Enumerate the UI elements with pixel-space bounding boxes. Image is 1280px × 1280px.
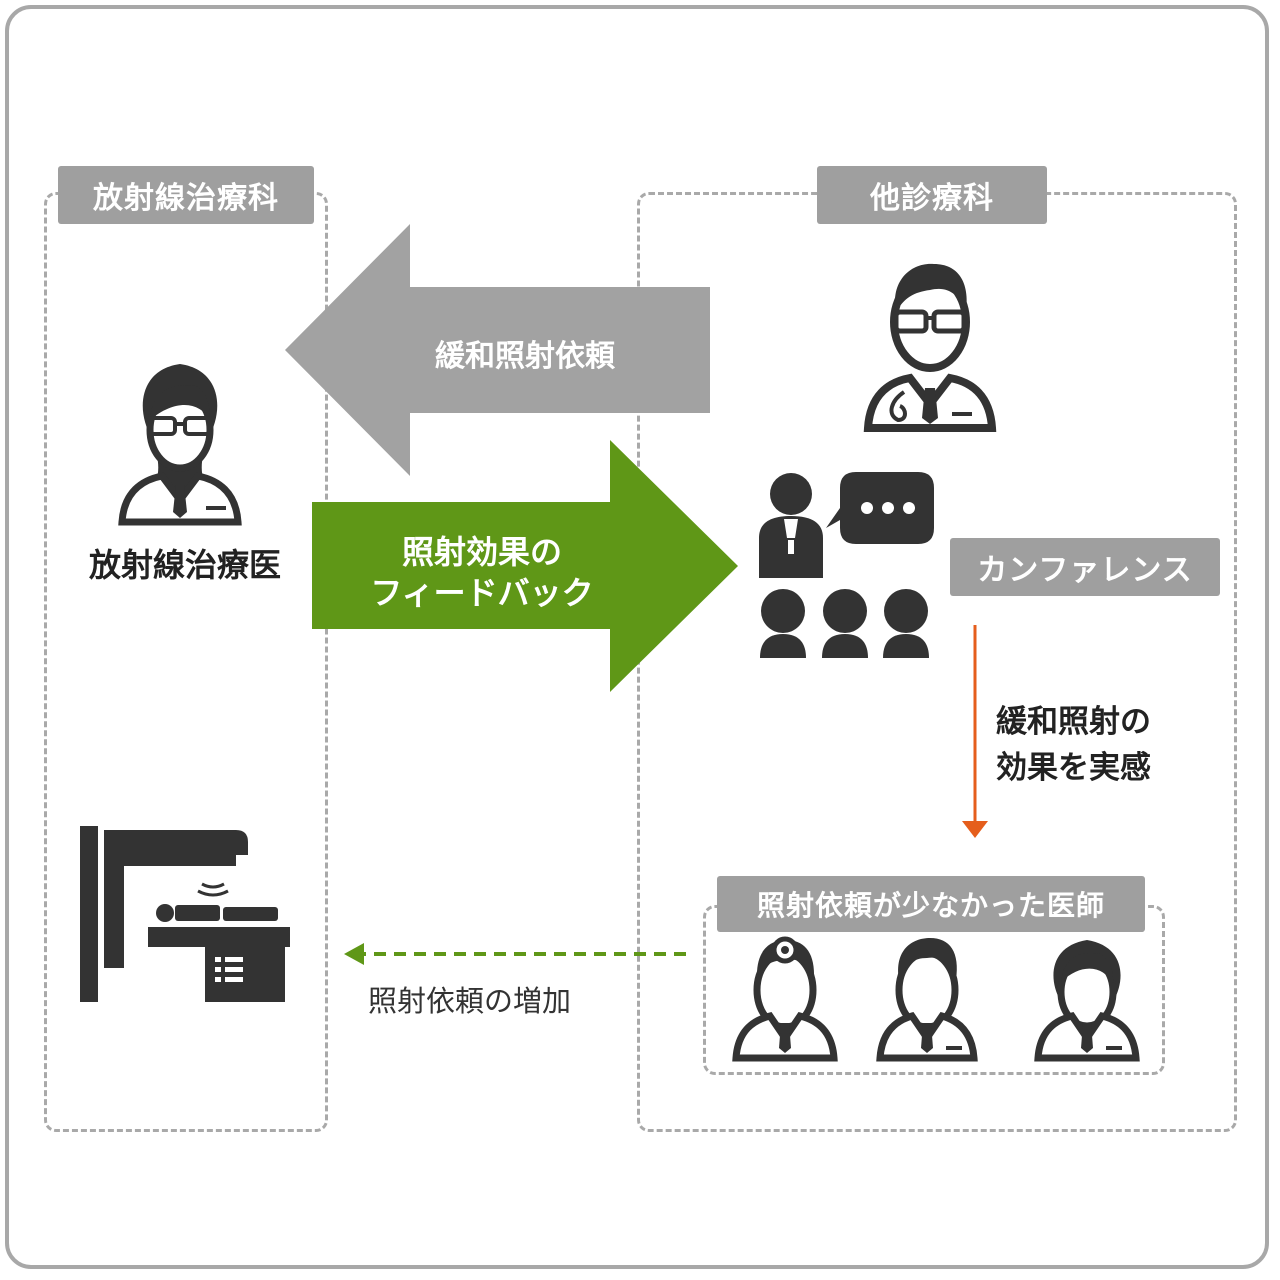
radiotherapy-machine-icon: [80, 826, 290, 1002]
male-doctor-icon: [863, 263, 997, 432]
feedback-label-line2: フィードバック: [370, 574, 594, 612]
conference-icon: [759, 473, 929, 658]
radiation-oncologist-label: 放射線治療医: [88, 546, 281, 584]
low-request-doctors-label: 照射依頼が少なかった医師: [717, 876, 1145, 932]
headlamp-doctor-icon: [732, 936, 838, 1062]
female-doctor-icon: [118, 364, 242, 526]
increase-label: 照射依頼の増加: [368, 984, 572, 1018]
female-doctor-icon: [1034, 940, 1140, 1062]
effect-down-arrow: [962, 625, 988, 838]
increase-dashed-arrow: [344, 943, 686, 965]
request-arrow: [285, 224, 710, 476]
request-arrow-label: 緩和照射依頼: [435, 339, 615, 374]
conference-label: カンファレンス: [950, 538, 1220, 596]
effect-note-line1: 緩和照射の: [996, 704, 1151, 740]
outer-frame: [5, 5, 1269, 1269]
feedback-label-line1: 照射効果の: [401, 533, 562, 571]
effect-note-line2: 効果を実感: [996, 750, 1151, 786]
feedback-arrow: [312, 440, 738, 692]
other-dept-label: 他診療科: [817, 166, 1047, 224]
radiotherapy-dept-label: 放射線治療科: [58, 166, 314, 224]
speech-bubble-icon: [826, 472, 934, 544]
male-doctor-icon: [876, 938, 978, 1062]
